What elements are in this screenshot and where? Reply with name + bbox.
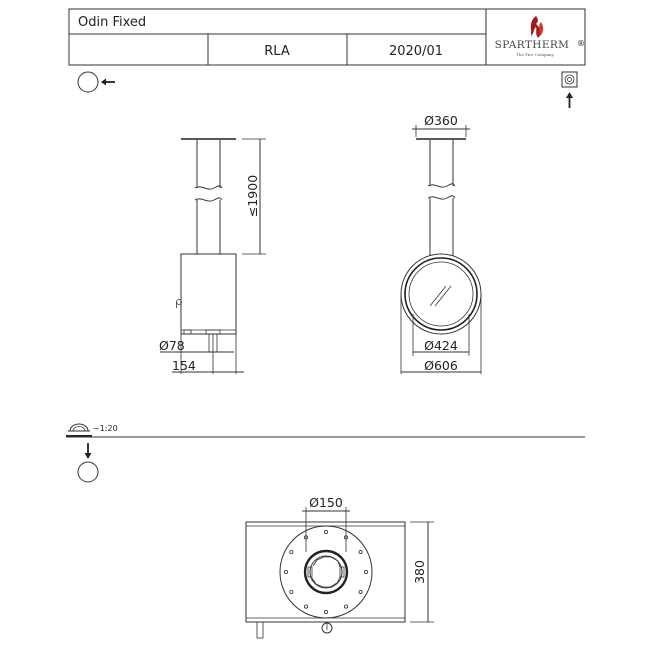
top-flange	[279, 525, 373, 619]
brand-registered-mark: ®	[577, 39, 585, 48]
arch-scale-icon	[66, 423, 92, 437]
top-view: Ø150	[245, 495, 434, 639]
model-code: RLA	[264, 44, 290, 59]
model-name: Odin Fixed	[78, 15, 146, 30]
depth-dimension-label: 380	[412, 560, 427, 584]
brand-tagline: The Fire Company	[516, 52, 554, 57]
side-pipe-break-top	[427, 183, 456, 188]
top-stove-body	[245, 521, 406, 623]
door-dimension-label: Ø424	[424, 338, 458, 353]
side-door-ring	[404, 257, 478, 331]
drawing-date: 2020/01	[389, 44, 443, 59]
body-dimension-label: Ø606	[424, 358, 458, 373]
ceiling-plate-dimension-label: Ø360	[424, 113, 458, 128]
glass-reflection-2	[434, 285, 452, 307]
flame-logo-icon	[530, 16, 544, 38]
glass-reflection-1	[429, 285, 447, 307]
side-pipe-break-bottom	[427, 195, 456, 200]
top-outlet-dimension-label: Ø150	[309, 495, 343, 510]
flange-bolt-holes	[283, 530, 368, 615]
side-view: Ø360 Ø424 Ø606	[400, 113, 482, 374]
front-pipe-break-bottom	[194, 197, 223, 202]
flue-pipe-dimension-label: Ø78	[159, 338, 185, 353]
brand-name: SPARTHERM	[495, 39, 570, 51]
height-dimension-label: ≤1900	[245, 175, 260, 217]
title-block-frame	[68, 8, 586, 66]
stove-up-arrow-icon	[561, 71, 578, 108]
top-handle	[256, 621, 264, 639]
top-flue-outlet-ring	[303, 549, 349, 595]
front-pipe-break-top	[194, 185, 223, 190]
front-stove-body	[180, 253, 237, 335]
title-block: Odin Fixed RLA 2020/01 SPARTHERM ® The F…	[68, 8, 586, 66]
top-flue-outlet	[309, 555, 343, 589]
front-view: ≤1900 Ø78 154	[159, 138, 266, 374]
flue-offset-dimension-label: 154	[172, 358, 196, 373]
circle-down-arrow-icon	[77, 443, 99, 483]
circle-left-arrow-icon	[77, 71, 115, 93]
side-door-glass	[408, 261, 474, 327]
scale-note: ~1:20	[93, 424, 118, 433]
